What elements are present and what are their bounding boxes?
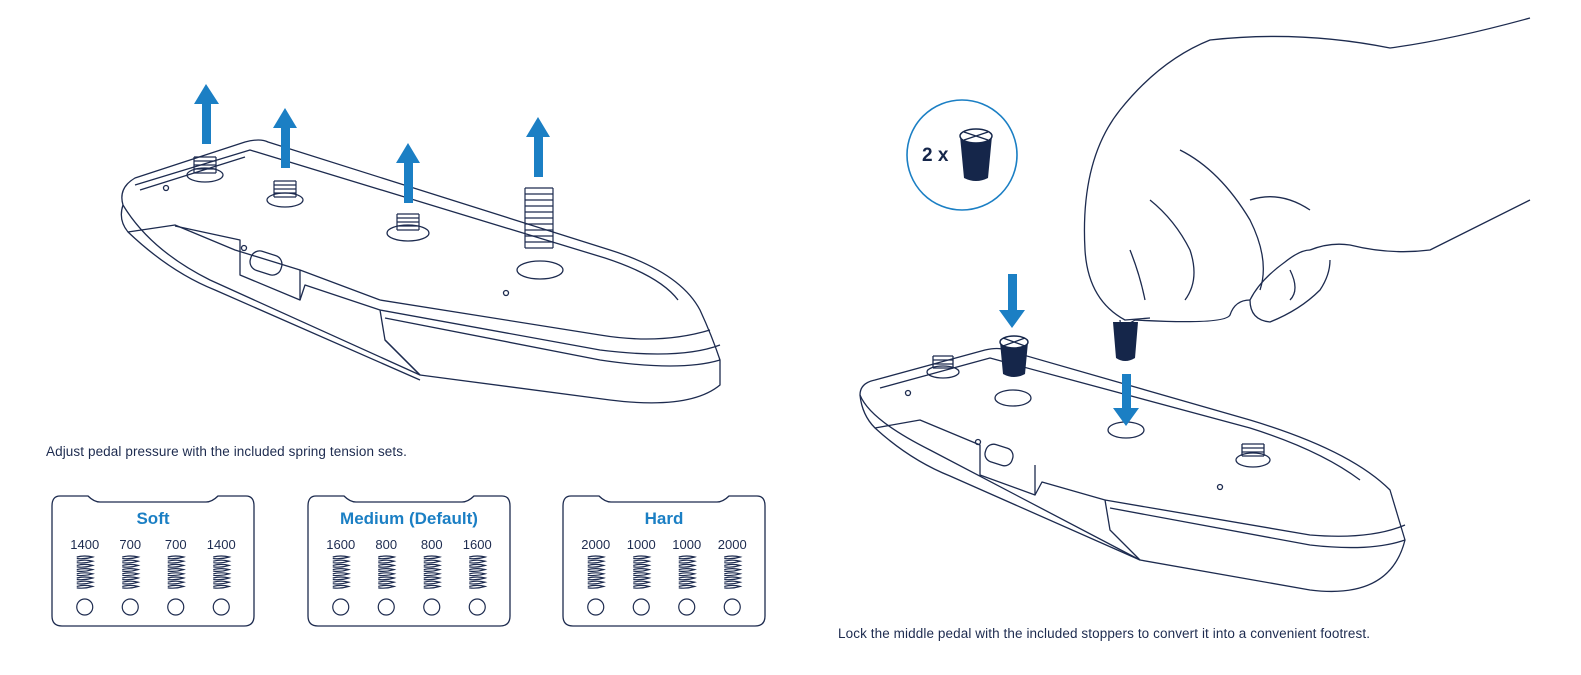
set-value: 700 xyxy=(164,537,187,552)
arrow-up-icon xyxy=(194,84,550,203)
spring-hole xyxy=(76,598,94,616)
spring-icon xyxy=(76,555,232,616)
spring-hole xyxy=(332,598,350,616)
caption-spring-sets: Adjust pedal pressure with the included … xyxy=(46,444,407,459)
set-values: 1400 700 700 1400 xyxy=(62,537,244,552)
spring-hole xyxy=(587,598,605,616)
set-value: 1600 xyxy=(326,537,356,552)
spring-set-soft: Soft 1400 700 700 1400 xyxy=(48,492,258,630)
spring-coil xyxy=(678,555,697,589)
spring-coil xyxy=(122,555,141,589)
spring-hole xyxy=(423,598,441,616)
spring-hole xyxy=(167,598,185,616)
spring-coil xyxy=(332,555,351,589)
spring-hole xyxy=(121,598,139,616)
set-value: 2000 xyxy=(717,537,747,552)
caption-stoppers: Lock the middle pedal with the included … xyxy=(838,626,1371,641)
spring-set-medium: Medium (Default) 1600 800 800 1600 xyxy=(304,492,514,630)
spring-icon xyxy=(332,555,488,616)
spring-coil xyxy=(378,555,397,589)
set-title: Medium (Default) xyxy=(340,509,478,528)
set-values: 2000 1000 1000 2000 xyxy=(573,537,755,552)
spring-coil xyxy=(633,555,652,589)
set-value: 1000 xyxy=(626,537,656,552)
spring-coil xyxy=(213,555,232,589)
set-value: 700 xyxy=(119,537,142,552)
spring-hole xyxy=(468,598,486,616)
spring-icon xyxy=(587,555,743,616)
set-value: 1400 xyxy=(206,537,236,552)
set-value: 800 xyxy=(420,537,443,552)
set-title: Soft xyxy=(136,509,170,528)
set-value: 1600 xyxy=(462,537,492,552)
set-values: 1600 800 800 1600 xyxy=(318,537,500,552)
spring-hole xyxy=(377,598,395,616)
set-value: 800 xyxy=(375,537,398,552)
spring-coil xyxy=(587,555,606,589)
set-value: 1400 xyxy=(70,537,100,552)
spring-hole xyxy=(632,598,650,616)
spring-set-hard: Hard 2000 1000 1000 2000 xyxy=(559,492,769,630)
badge-label: 2 x xyxy=(922,145,949,166)
spring-hole xyxy=(678,598,696,616)
spring-hole xyxy=(723,598,741,616)
set-title: Hard xyxy=(644,509,684,528)
spring-coil xyxy=(76,555,95,589)
spring-coil xyxy=(167,555,186,589)
set-value: 1000 xyxy=(672,537,702,552)
spring-coil xyxy=(469,555,488,589)
pedal-base-springs-illustration xyxy=(0,0,780,430)
spring-coil xyxy=(724,555,743,589)
stopper-icon: 2 x xyxy=(906,99,1139,426)
spring-hole xyxy=(212,598,230,616)
spring-coil xyxy=(423,555,442,589)
set-value: 2000 xyxy=(581,537,611,552)
